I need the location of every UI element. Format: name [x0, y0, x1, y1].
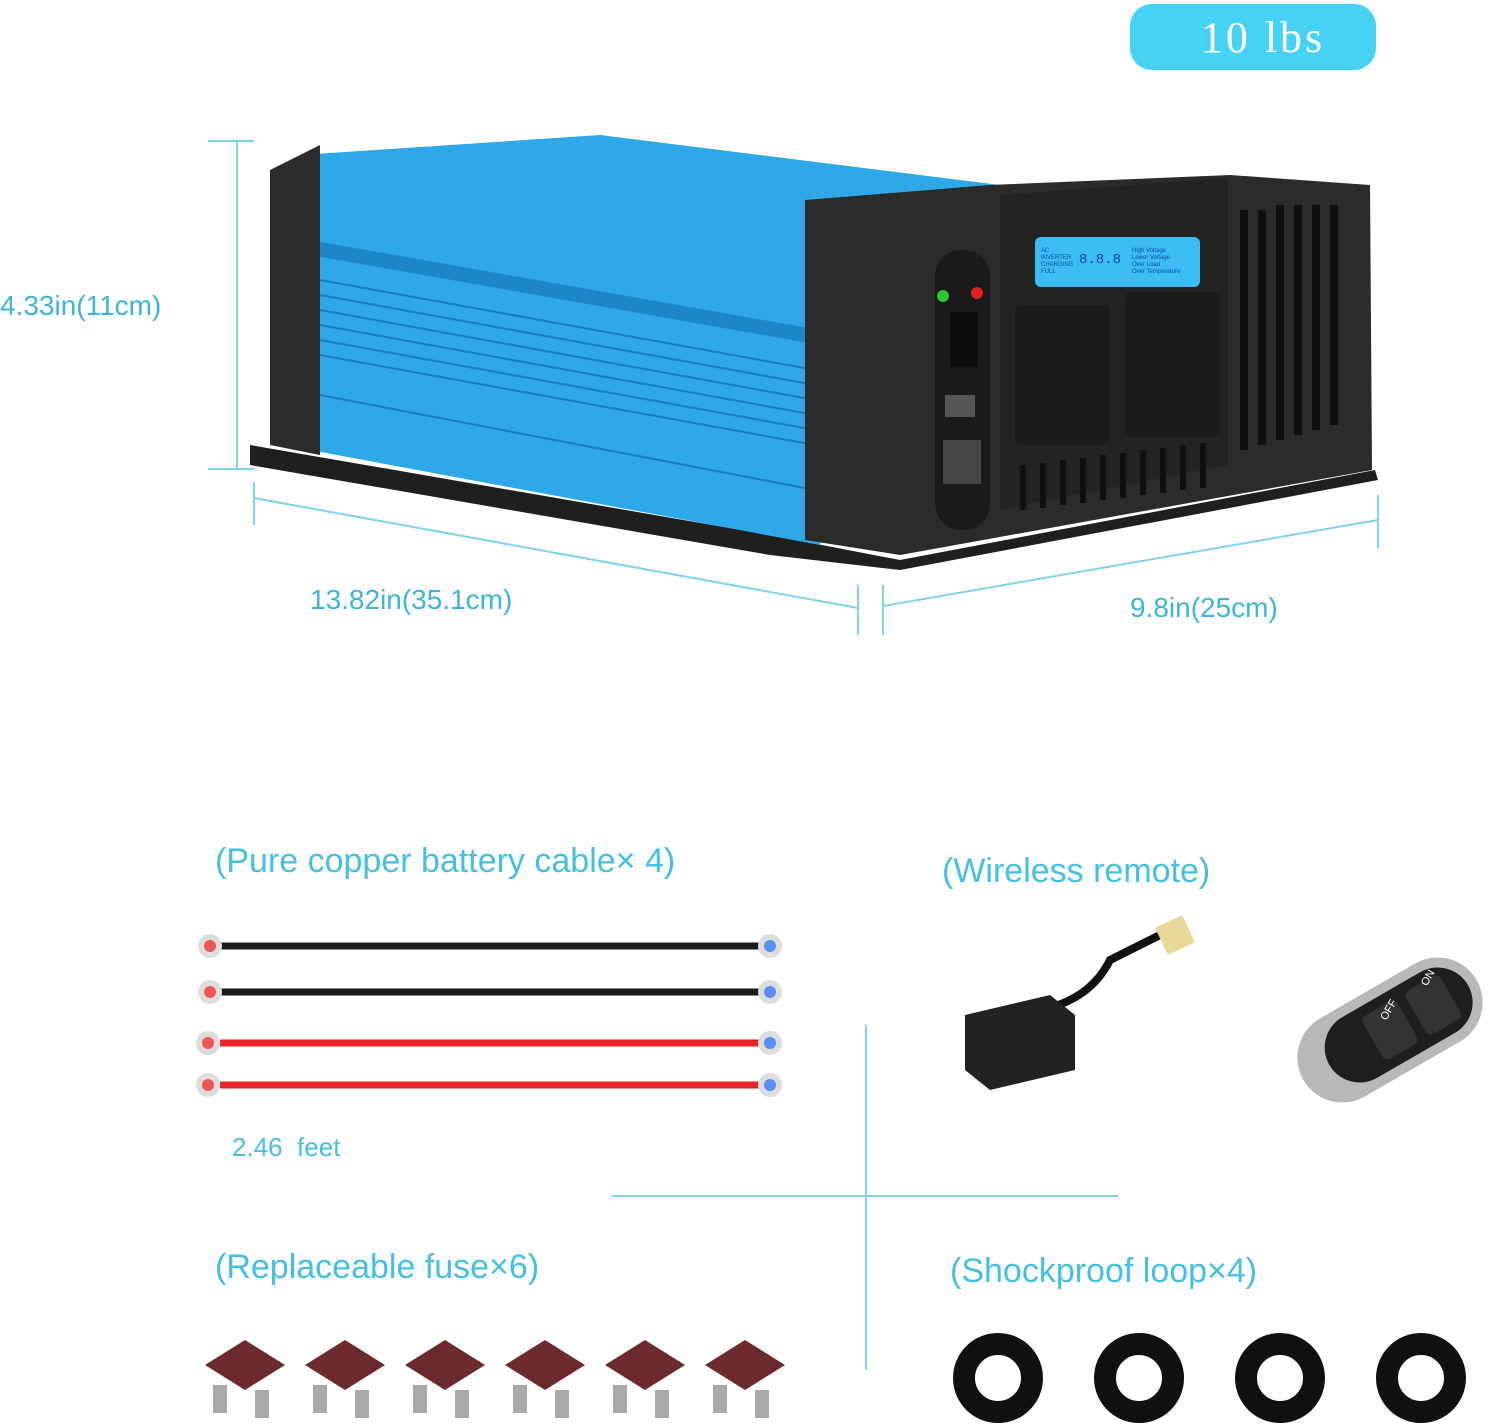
height-dimension-line [236, 140, 238, 470]
loops-caption: (Shockproof loop×4) [950, 1252, 1258, 1290]
lcd-label: Lower Voltage [1132, 255, 1171, 261]
fuse [305, 1340, 385, 1418]
divider-horizontal [612, 1195, 1118, 1197]
remote-fob [1297, 957, 1483, 1103]
width-label: 9.8in(25cm) [1130, 592, 1278, 623]
height-tick-top [208, 140, 254, 142]
height-tick-bottom [208, 468, 254, 470]
cable-black [198, 934, 782, 958]
shockproof-loop [1235, 1333, 1325, 1423]
fuses-caption: (Replaceable fuse×6) [215, 1248, 540, 1286]
fuse [205, 1340, 285, 1418]
battery-cables [196, 934, 782, 1097]
fuse [605, 1340, 685, 1418]
lcd-label: INVERTER [1041, 255, 1072, 261]
height-label: 4.33in(11cm) [0, 290, 162, 321]
length-label: 13.82in(35.1cm) [310, 584, 513, 615]
shockproof-loop [1094, 1333, 1184, 1423]
lcd-readout: 8.8.8 [1079, 252, 1122, 268]
shockproof-loop [953, 1333, 1043, 1423]
lcd-left-labels: AC INVERTER CHARGING FULL [1041, 248, 1073, 276]
weight-badge: 10 lbs [1130, 4, 1376, 70]
remote-receiver [965, 915, 1195, 1090]
cables-caption: (Pure copper battery cable× 4) [215, 842, 676, 880]
lcd-label: FULL [1041, 269, 1056, 275]
cable-red [196, 1073, 782, 1097]
lcd-label: Over Load [1132, 262, 1161, 268]
lcd-label: CHARGING [1041, 262, 1074, 268]
fuse [405, 1340, 485, 1418]
remote-caption: (Wireless remote) [942, 852, 1211, 890]
lcd-label: Over Temperature [1132, 269, 1181, 275]
cable-length-note: 2.46 feet [232, 1132, 341, 1162]
cable-red [196, 1031, 782, 1055]
fuse [505, 1340, 585, 1418]
lcd-right-labels: High Voltage Lower Voltage Over Load Ove… [1132, 248, 1180, 276]
cable-black [198, 980, 782, 1004]
divider-vertical [865, 1025, 867, 1370]
inverter-illustration [250, 135, 1379, 635]
fuse [705, 1340, 785, 1418]
lcd-label: High Voltage [1132, 248, 1167, 254]
shockproof-loop [1376, 1333, 1466, 1423]
lcd-label: AC [1041, 248, 1050, 254]
